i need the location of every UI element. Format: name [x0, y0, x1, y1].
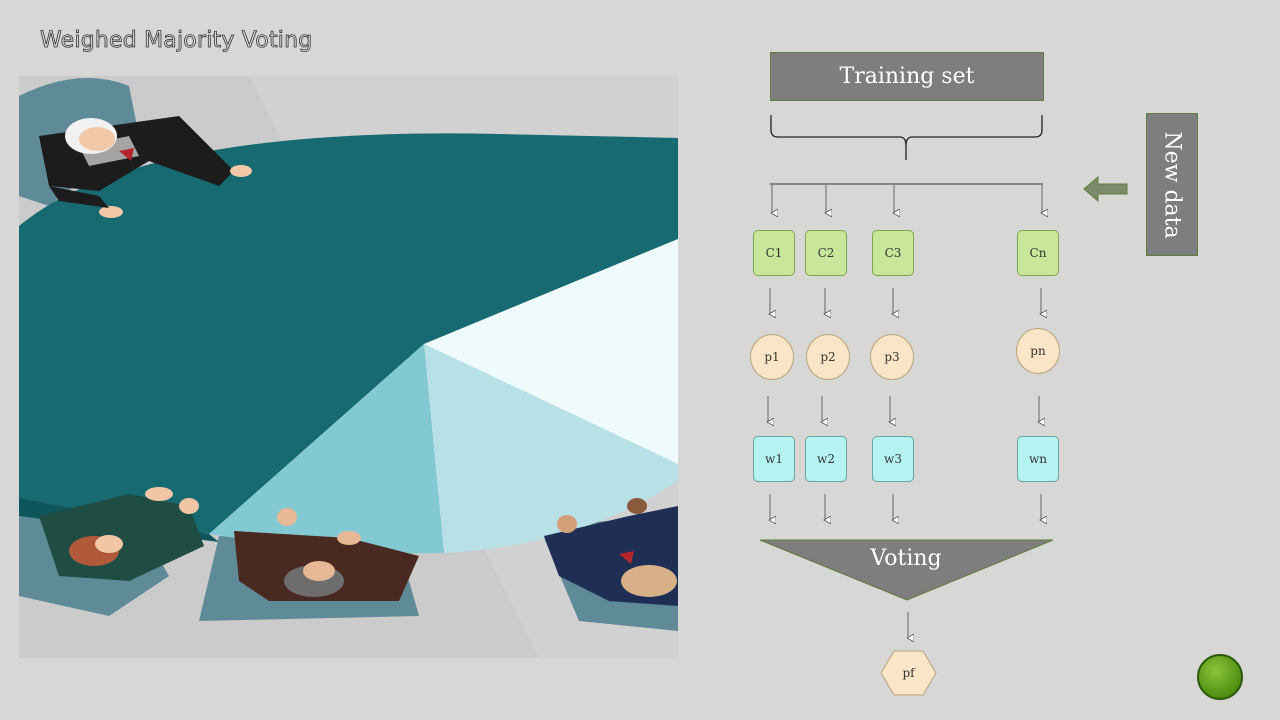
weight-wn: wn — [1017, 436, 1059, 482]
new-data-box: New data — [1146, 113, 1198, 256]
weight-w1: w1 — [753, 436, 795, 482]
new-data-label: New data — [1159, 130, 1185, 239]
final-hexagon — [880, 650, 937, 696]
prediction-p1: p1 — [750, 334, 794, 380]
classifier-c3: C3 — [872, 230, 914, 276]
classifier-c1: C1 — [753, 230, 795, 276]
prediction-pn: pn — [1016, 328, 1060, 374]
classifier-cn: Cn — [1017, 230, 1059, 276]
meeting-illustration — [19, 76, 678, 658]
slide-action-button[interactable] — [1197, 654, 1243, 700]
final-prediction-label: pf — [902, 666, 915, 680]
training-set-box: Training set — [770, 52, 1044, 101]
classifier-c2: C2 — [805, 230, 847, 276]
voting-label: Voting — [870, 546, 942, 571]
slide-title: Weighed Majority Voting — [40, 28, 313, 54]
weight-w3: w3 — [872, 436, 914, 482]
prediction-p2: p2 — [806, 334, 850, 380]
prediction-p3: p3 — [870, 334, 914, 380]
voting-triangle — [759, 539, 1054, 601]
new-data-arrow — [1083, 175, 1128, 203]
weight-w2: w2 — [805, 436, 847, 482]
training-brace — [770, 115, 1043, 160]
